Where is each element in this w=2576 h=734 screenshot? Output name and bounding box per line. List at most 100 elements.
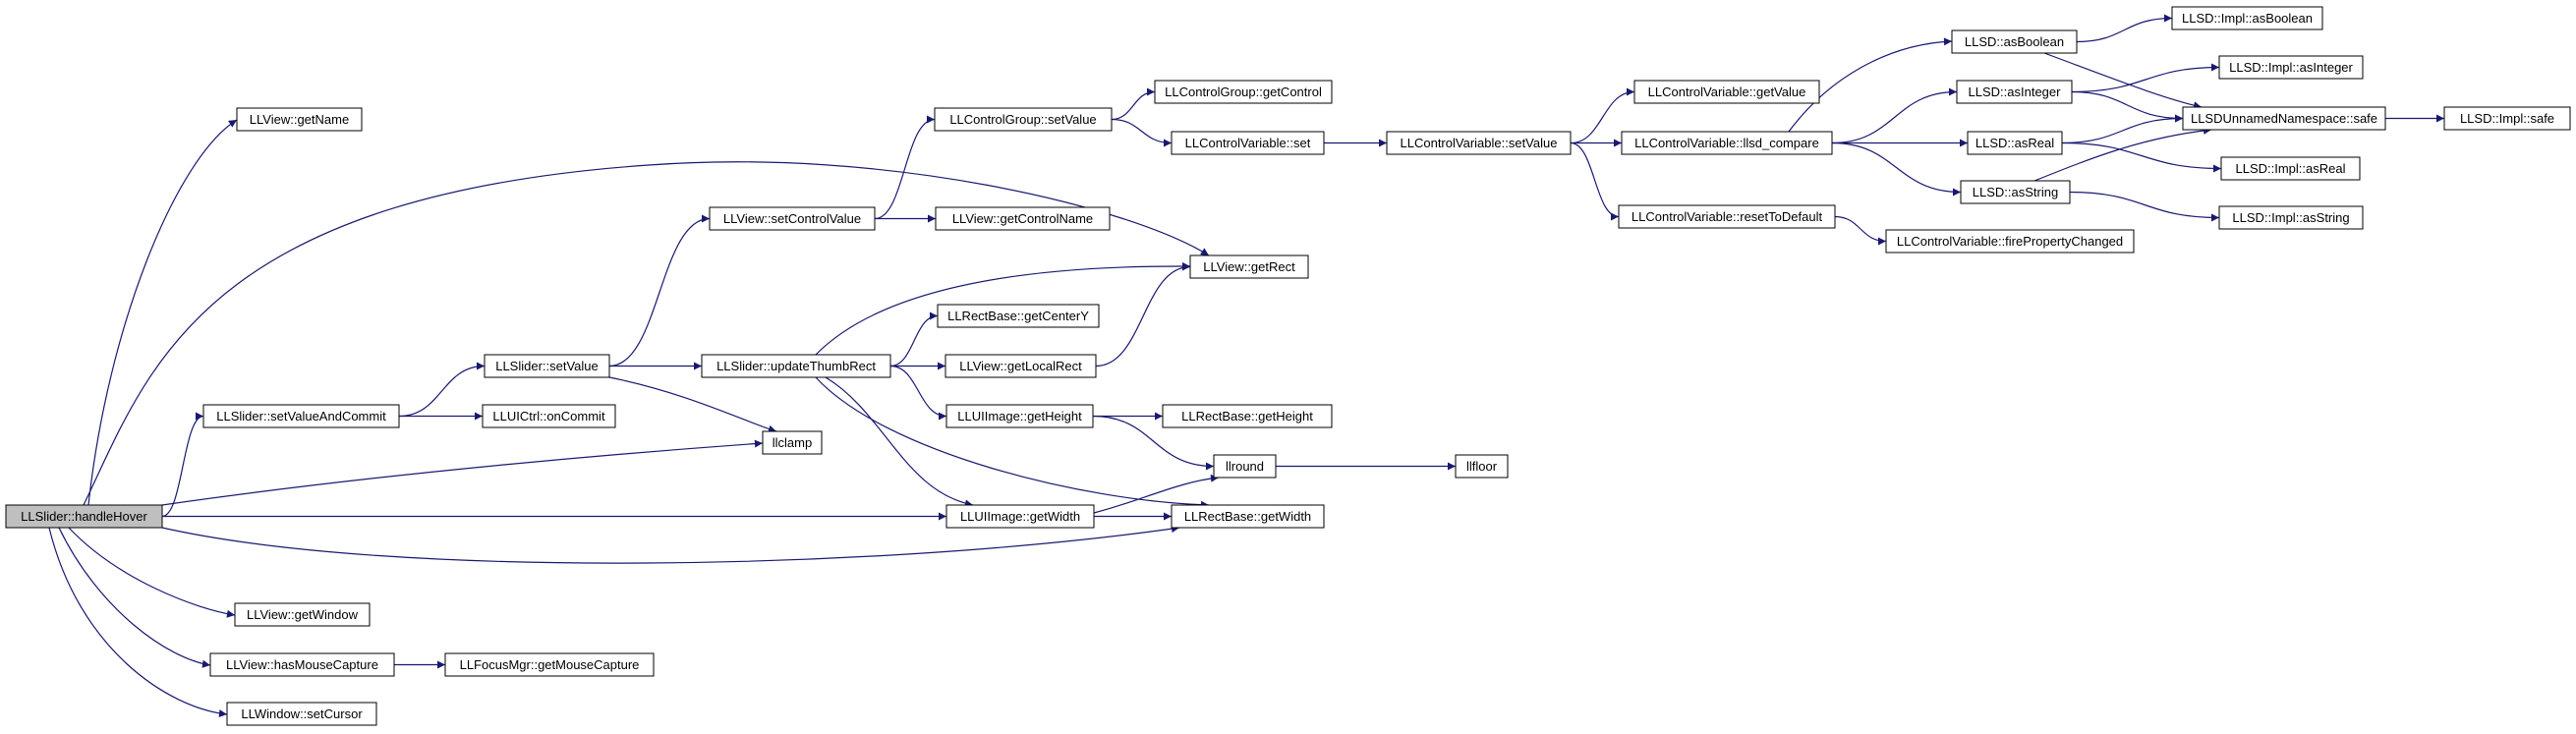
node-box	[5, 504, 163, 529]
edge-n21-n25	[1831, 87, 1958, 144]
node-box	[209, 652, 395, 677]
node-label: LLSlider::setValue	[495, 359, 599, 373]
node-box	[1885, 229, 2135, 254]
node-box	[2182, 106, 2386, 131]
node-label: LLSD::asInteger	[1969, 85, 2062, 99]
edge-n24-n28	[2076, 14, 2173, 43]
node-label: LLSD::Impl::asBoolean	[2182, 11, 2313, 26]
node-label: LLSD::Impl::asString	[2232, 210, 2349, 225]
node-box	[234, 602, 371, 627]
node-label: LLControlGroup::getControl	[1165, 85, 1322, 99]
node-box	[482, 404, 616, 428]
node-box	[762, 430, 823, 455]
graph-node[interactable]: LLControlVariable::firePropertyChanged	[1885, 229, 2135, 254]
node-label: LLControlGroup::setValue	[949, 112, 1096, 127]
node-label: LLView::getControlName	[952, 211, 1093, 226]
node-box	[1171, 131, 1325, 155]
graph-node[interactable]: llfloor	[1455, 454, 1509, 479]
node-label: LLSlider::handleHover	[21, 509, 147, 524]
node-label: LLView::getRect	[1203, 259, 1295, 274]
edge-n14-n7	[825, 376, 974, 508]
edge-n0-n2	[83, 161, 1210, 506]
edge-n0-n9	[68, 527, 236, 618]
node-label: llclamp	[773, 435, 812, 450]
graph-node[interactable]: LLRectBase::getHeight	[1162, 404, 1333, 428]
edge-n24-n30	[2043, 52, 2203, 110]
node-label: LLView::hasMouseCapture	[226, 657, 378, 672]
nodes-layer: LLSlider::handleHover LLView::getNameLLVi…	[5, 6, 2571, 726]
node-box	[937, 304, 1100, 328]
graph-node[interactable]: LLUIImage::getWidth	[945, 504, 1095, 529]
graph-node[interactable]: LLSDUnnamedNamespace::safe	[2182, 106, 2386, 131]
node-box	[701, 354, 891, 378]
node-box	[202, 404, 400, 428]
graph-node[interactable]: LLUIImage::getHeight	[945, 404, 1094, 428]
graph-node[interactable]: LLView::getControlName	[935, 206, 1111, 231]
graph-node[interactable]: LLUICtrl::onCommit	[482, 404, 616, 428]
graph-node[interactable]: LLControlVariable::setValue	[1386, 131, 1572, 155]
node-label: LLView::getName	[250, 112, 349, 127]
graph-node[interactable]: LLControlVariable::getValue	[1633, 80, 1820, 104]
root-node[interactable]: LLSlider::handleHover	[5, 504, 163, 529]
node-label: LLUIImage::getHeight	[957, 409, 1082, 423]
graph-node[interactable]: LLFocusMgr::getMouseCapture	[444, 652, 655, 677]
graph-node[interactable]: LLWindow::setCursor	[226, 702, 377, 726]
edge-n0-n6	[161, 439, 764, 506]
graph-node[interactable]: LLSlider::updateThumbRect	[701, 354, 891, 378]
node-label: LLSD::asReal	[1975, 136, 2054, 150]
node-label: LLView::getWindow	[247, 607, 359, 622]
graph-node[interactable]: LLSlider::setValueAndCommit	[202, 404, 400, 428]
graph-node[interactable]: LLControlVariable::resetToDefault	[1618, 204, 1836, 229]
graph-node[interactable]: LLSD::asInteger	[1956, 80, 2073, 104]
graph-node[interactable]: llclamp	[762, 430, 823, 455]
edge-n14-n8	[815, 376, 1210, 509]
graph-node[interactable]: LLControlGroup::getControl	[1154, 80, 1333, 104]
node-label: LLControlVariable::set	[1185, 136, 1311, 150]
graph-node[interactable]: LLView::getName	[236, 107, 363, 132]
node-box	[1956, 80, 2073, 104]
node-box	[236, 107, 363, 132]
graph-node[interactable]: LLSD::asReal	[1967, 131, 2063, 155]
edge-n0-n12	[48, 527, 228, 718]
graph-node[interactable]: LLSD::Impl::asBoolean	[2171, 6, 2323, 30]
node-box	[226, 702, 377, 726]
graph-node[interactable]: LLView::getRect	[1189, 254, 1309, 279]
graph-node[interactable]: LLRectBase::getCenterY	[937, 304, 1100, 328]
graph-node[interactable]: LLSD::Impl::asString	[2218, 205, 2364, 230]
graph-node[interactable]: LLSD::Impl::asInteger	[2218, 55, 2364, 80]
node-box	[2220, 156, 2361, 181]
graph-node[interactable]: LLSD::Impl::safe	[2443, 106, 2571, 131]
edge-n36-n38	[1092, 415, 1215, 471]
graph-node[interactable]: LLSD::asString	[1960, 180, 2071, 204]
node-box	[935, 206, 1111, 231]
graph-node[interactable]: LLRectBase::getWidth	[1171, 504, 1325, 529]
edge-n22-n23	[1834, 215, 1887, 246]
node-box	[1967, 131, 2063, 155]
node-label: LLSD::asString	[1973, 185, 2058, 199]
edge-n7-n38	[1093, 474, 1220, 514]
node-label: LLRectBase::getWidth	[1184, 509, 1311, 524]
graph-node[interactable]: LLView::hasMouseCapture	[209, 652, 395, 677]
graph-node[interactable]: LLView::getWindow	[234, 602, 371, 627]
edge-n3-n4	[398, 362, 486, 418]
edge-n19-n20	[1570, 87, 1635, 144]
edge-n15-n18	[1111, 118, 1173, 147]
graph-node[interactable]: LLControlVariable::llsd_compare	[1621, 131, 1833, 155]
node-box	[1455, 454, 1509, 479]
node-box	[934, 107, 1113, 132]
node-box	[1162, 404, 1333, 428]
graph-node[interactable]: LLView::setControlValue	[709, 206, 876, 231]
graph-node[interactable]: LLControlGroup::setValue	[934, 107, 1113, 132]
graph-node[interactable]: LLControlVariable::set	[1171, 131, 1325, 155]
node-label: LLControlVariable::llsd_compare	[1634, 136, 1819, 150]
edge-n14-n36	[889, 365, 947, 421]
graph-node[interactable]: LLView::getLocalRect	[945, 354, 1097, 378]
graph-node[interactable]: LLSlider::setValue	[484, 354, 610, 378]
graph-node[interactable]: llround	[1213, 454, 1277, 479]
node-label: llfloor	[1466, 459, 1498, 474]
graph-node[interactable]: LLSD::Impl::asReal	[2220, 156, 2361, 181]
node-box	[1171, 504, 1325, 529]
graph-node[interactable]: LLSD::asBoolean	[1951, 29, 2078, 54]
node-box	[709, 206, 876, 231]
